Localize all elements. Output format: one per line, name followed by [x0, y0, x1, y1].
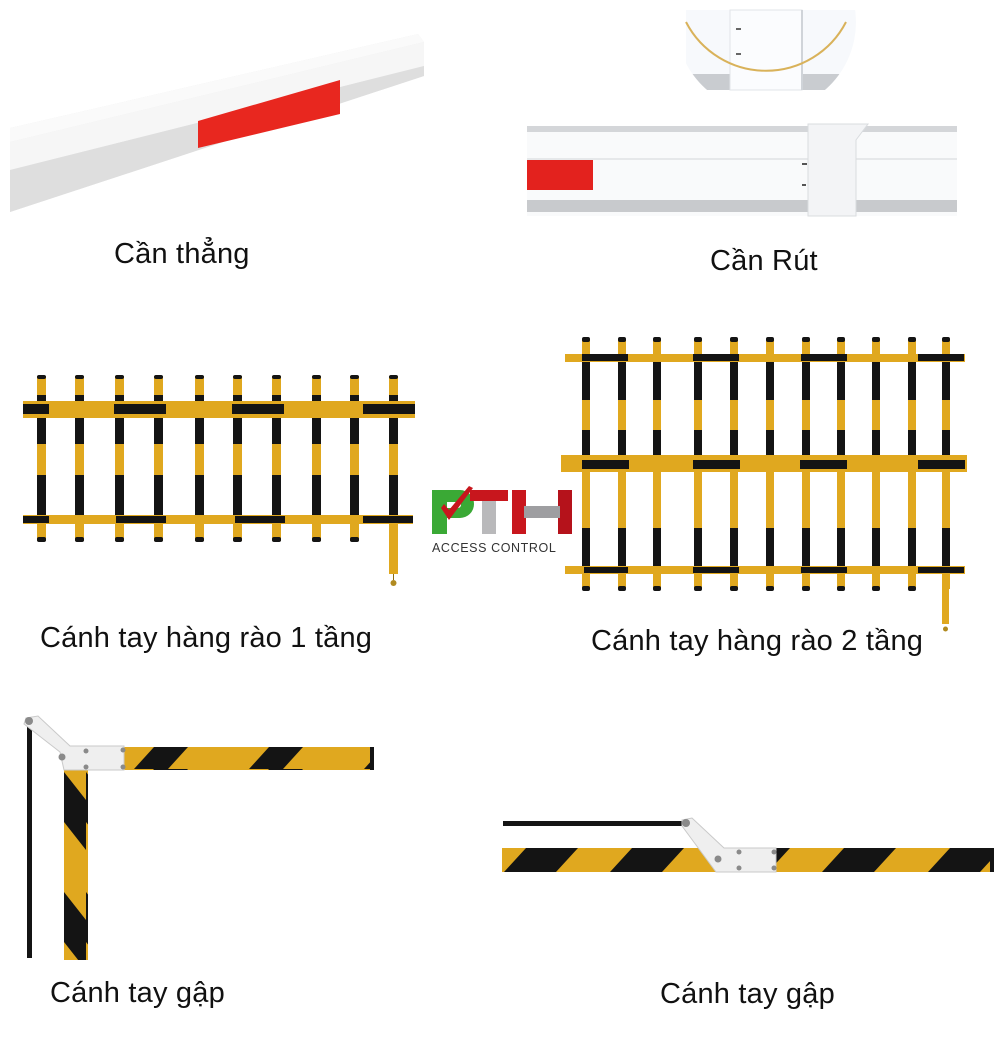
caption-telescopic-boom: Cần Rút [710, 245, 818, 277]
caption-folding-arm-flat: Cánh tay gập [660, 978, 835, 1010]
caption-fence-arm-1-level: Cánh tay hàng rào 1 tầng [40, 622, 373, 654]
logo-subtitle: ACCESS CONTROL [432, 541, 557, 555]
caption-straight-boom: Cần thẳng [114, 238, 250, 270]
caption-fence-arm-2-level: Cánh tay hàng rào 2 tầng [591, 625, 924, 657]
caption-folding-arm-raised: Cánh tay gập [50, 977, 225, 1009]
